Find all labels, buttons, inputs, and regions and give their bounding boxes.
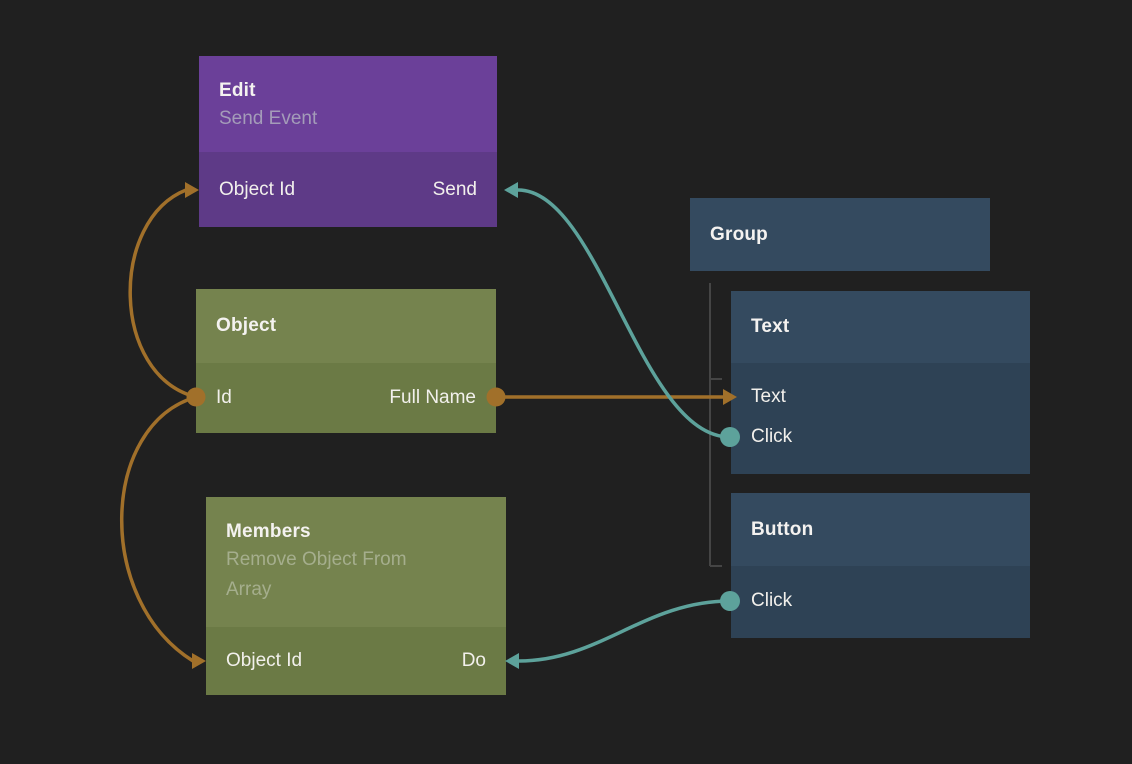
port-input-text[interactable]: Text <box>751 386 786 407</box>
node-text[interactable]: Text Text Click <box>731 291 1030 474</box>
node-edit-header: Edit Send Event <box>199 56 497 152</box>
node-members-ports: Object Id Do <box>206 627 506 695</box>
connection-object-id-to-members-object-id[interactable] <box>120 395 197 663</box>
port-input-click[interactable]: Click <box>751 590 793 611</box>
node-object-header: Object <box>196 289 496 363</box>
node-object[interactable]: Object Id Full Name <box>196 289 496 433</box>
node-edit-ports: Object Id Send <box>199 152 497 227</box>
node-members-header: Members Remove Object From Array <box>206 497 506 627</box>
port-output-send[interactable]: Send <box>432 178 477 200</box>
node-title: Group <box>710 223 768 245</box>
node-subtitle: Send Event <box>219 108 318 129</box>
port-output-do[interactable]: Do <box>461 650 486 671</box>
node-button-ports: Click <box>731 566 1030 638</box>
node-title: Object <box>216 315 277 336</box>
node-edit[interactable]: Edit Send Event Object Id Send <box>199 56 497 227</box>
node-group-header: Group <box>690 198 990 271</box>
port-input-object-id[interactable]: Object Id <box>219 178 296 200</box>
node-title: Button <box>751 518 814 540</box>
node-button-header: Button <box>731 493 1030 566</box>
port-output-full-name[interactable]: Full Name <box>389 387 476 408</box>
node-members[interactable]: Members Remove Object From Array Object … <box>206 497 506 695</box>
node-button[interactable]: Button Click <box>731 493 1030 638</box>
node-object-ports: Id Full Name <box>196 363 496 433</box>
arrowhead-icon <box>505 653 519 669</box>
node-text-header: Text <box>731 291 1030 363</box>
connection-object-id-to-edit-object-id[interactable] <box>128 188 197 399</box>
arrowhead-icon <box>185 182 199 198</box>
hierarchy-line-group-children <box>709 283 722 567</box>
node-text-ports: Text Click <box>731 363 1030 474</box>
arrowhead-icon <box>504 182 518 198</box>
node-title: Members <box>226 521 311 542</box>
node-group[interactable]: Group <box>690 198 990 271</box>
port-input-object-id[interactable]: Object Id <box>226 650 303 671</box>
port-input-click[interactable]: Click <box>751 426 793 447</box>
port-input-id[interactable]: Id <box>216 387 232 408</box>
arrowhead-icon <box>192 653 206 669</box>
connection-button-click-to-members-do[interactable] <box>518 599 731 663</box>
node-title: Edit <box>219 80 256 101</box>
node-subtitle: Remove Object From Array <box>226 549 407 600</box>
node-title: Text <box>751 316 790 337</box>
